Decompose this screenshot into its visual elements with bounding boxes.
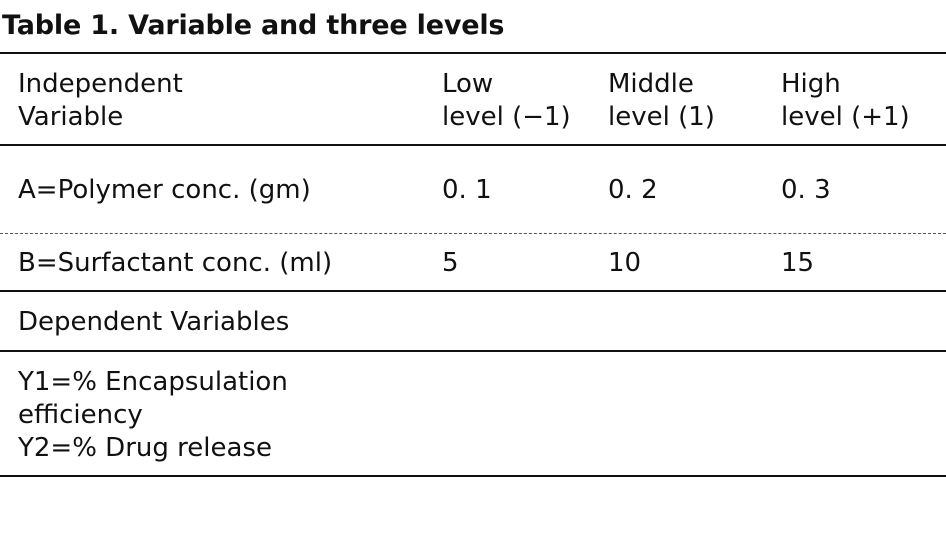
dependent-item: Y1=% Encapsulation (18, 367, 288, 397)
row-a-middle: 0. 2 (608, 175, 658, 205)
dependent-item: Y2=% Drug release (18, 433, 272, 463)
header-middle-level: Middle level (1) (608, 68, 715, 134)
row-b-variable: B=Surfactant conc. (ml) (18, 248, 333, 278)
header-line: level (+1) (781, 102, 910, 132)
table-bottom-rule (0, 475, 946, 477)
dependent-variables-heading: Dependent Variables (18, 307, 290, 337)
row-divider-dashed (0, 233, 946, 234)
header-line: Low (442, 69, 494, 99)
header-line: level (−1) (442, 102, 571, 132)
header-line: High (781, 69, 841, 99)
header-bottom-rule (0, 144, 946, 146)
row-b-high: 15 (781, 248, 815, 278)
row-b-low: 5 (442, 248, 459, 278)
independent-bottom-rule (0, 290, 946, 292)
header-low-level: Low level (−1) (442, 68, 571, 134)
header-high-level: High level (+1) (781, 68, 910, 134)
row-a-low: 0. 1 (442, 175, 492, 205)
header-line: Independent (18, 69, 183, 99)
table-top-rule (0, 52, 946, 54)
header-line: Middle (608, 69, 694, 99)
dependent-heading-rule (0, 350, 946, 352)
header-independent-variable: Independent Variable (18, 68, 183, 134)
dependent-variables-list: Y1=% Encapsulation efficiency Y2=% Drug … (18, 366, 288, 465)
dependent-item: efficiency (18, 400, 143, 430)
table-caption: Table 1. Variable and three levels (2, 10, 505, 41)
row-a-variable: A=Polymer conc. (gm) (18, 175, 311, 205)
header-line: level (1) (608, 102, 715, 132)
row-a-high: 0. 3 (781, 175, 831, 205)
row-b-middle: 10 (608, 248, 642, 278)
header-line: Variable (18, 102, 124, 132)
